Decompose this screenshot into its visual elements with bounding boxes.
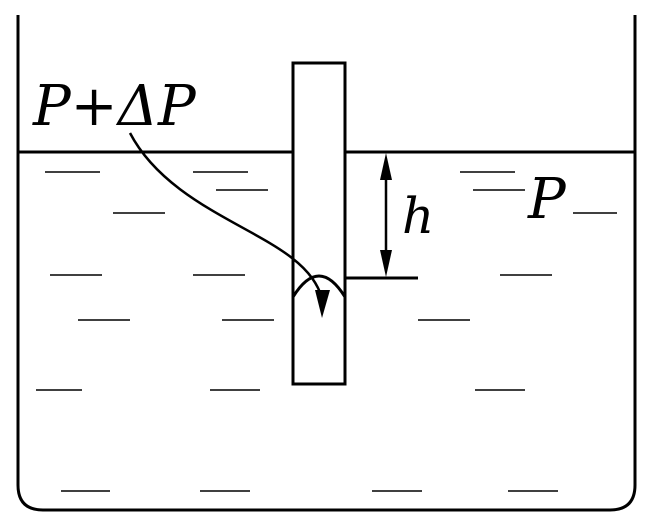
capillary-tube bbox=[291, 61, 347, 386]
leader-arrow-head bbox=[315, 290, 330, 318]
height-arrow-head-up bbox=[380, 153, 392, 180]
label-height: h bbox=[402, 187, 434, 245]
height-arrow-head-down bbox=[380, 250, 392, 277]
label-ambient-pressure: P bbox=[527, 167, 567, 232]
label-capillary-pressure: P+ΔP bbox=[32, 74, 197, 139]
leader-curve bbox=[128, 132, 324, 299]
beaker-outline bbox=[16, 15, 637, 512]
liquid-hatching bbox=[36, 171, 617, 492]
meniscus bbox=[291, 274, 347, 298]
